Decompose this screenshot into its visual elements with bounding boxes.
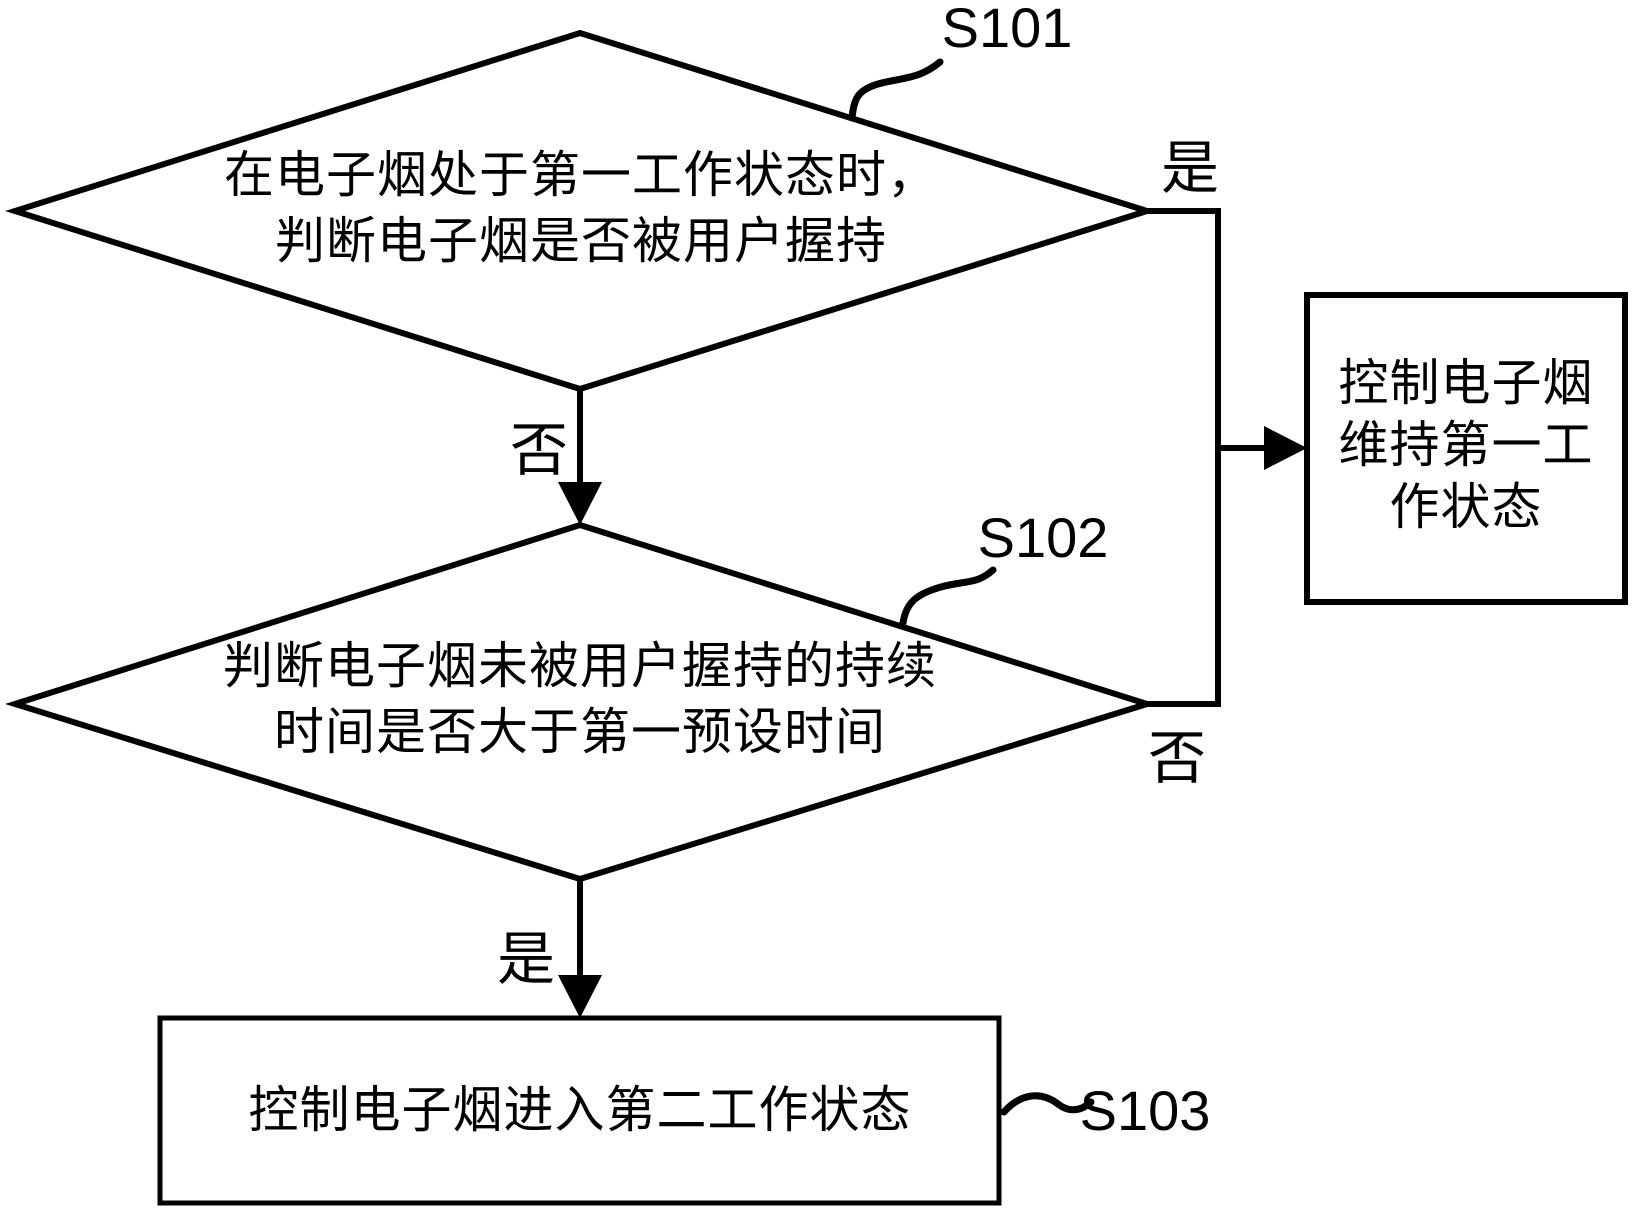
decision-s102-label-line2: 时间是否大于第一预设时间 <box>274 703 886 761</box>
maintain-state-box-label-line1: 控制电子烟 <box>1338 354 1594 412</box>
s102-leader-squiggle <box>899 566 997 627</box>
maintain-state-box-label: 控制电子烟 维持第一工 作状态 <box>1339 352 1594 538</box>
maintain-state-box <box>1304 292 1628 605</box>
merge-connector-line <box>1147 208 1221 707</box>
maintain-state-box-label-line3: 作状态 <box>1389 478 1543 536</box>
decision-s101-label-line1: 在电子烟处于第一工作状态时， <box>224 146 938 204</box>
decision-s101-label: 在电子烟处于第一工作状态时， 判断电子烟是否被用户握持 <box>224 142 938 274</box>
maintain-state-box-label-line2: 维持第一工 <box>1338 416 1594 474</box>
arrow-to-maintain-box-head <box>1264 426 1307 470</box>
step-label-s103: S103 <box>1079 1079 1211 1142</box>
d2-yes-label: 是 <box>496 925 556 993</box>
s103-leader-squiggle <box>1000 1092 1095 1116</box>
d1-no-label: 否 <box>509 416 569 484</box>
enter-state-box-label: 控制电子烟进入第二工作状态 <box>248 1081 912 1139</box>
d1-yes-label: 是 <box>1160 134 1220 202</box>
d2-no-label: 否 <box>1147 724 1207 792</box>
arrow-d2-to-enter-box-head <box>558 975 602 1018</box>
decision-s101-label-line2: 判断电子烟是否被用户握持 <box>275 212 887 270</box>
decision-s102-label: 判断电子烟未被用户握持的持续 时间是否大于第一预设时间 <box>223 633 937 765</box>
decision-s102-label-line1: 判断电子烟未被用户握持的持续 <box>223 637 937 695</box>
enter-state-box <box>157 1015 1002 1206</box>
step-label-s102: S102 <box>977 506 1109 569</box>
step-label-s101: S101 <box>941 0 1073 59</box>
s101-leader-squiggle <box>848 58 944 122</box>
arrow-d1-to-d2-head <box>558 482 602 525</box>
